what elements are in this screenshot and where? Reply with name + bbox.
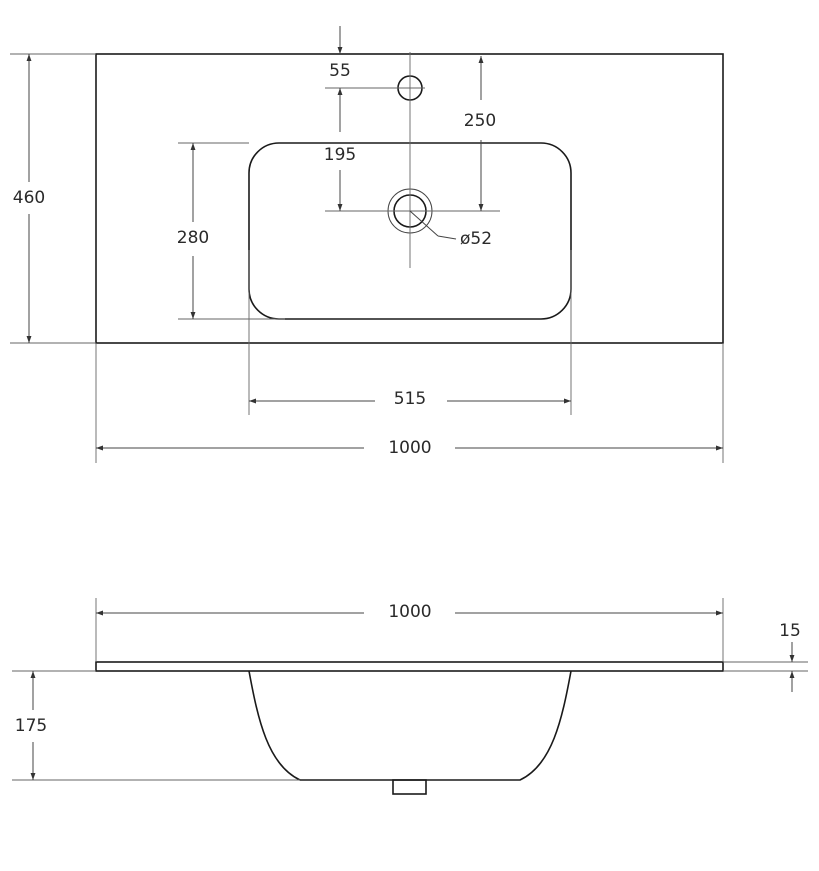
bowl-profile-side: [248, 670, 572, 781]
dim-label-drain-diameter: ø52: [460, 229, 492, 249]
dim-label-tap-offset: 55: [329, 61, 351, 81]
drain-stub: [392, 779, 427, 795]
top-view: 55 250 195 280 ø52 460 515: [10, 26, 724, 463]
dim-label-rim-to-drain: 195: [324, 145, 356, 165]
dim-label-bowl-width: 515: [394, 389, 426, 409]
side-view: 1000 15 175: [12, 598, 808, 795]
dim-label-tap-to-drain: 250: [464, 111, 496, 131]
dim-label-overall-width-top: 1000: [388, 438, 431, 458]
slab-profile: [95, 661, 724, 672]
dim-label-overall-height: 460: [13, 188, 45, 208]
dim-label-bowl-depth: 175: [15, 716, 47, 736]
basin-outline-top: [95, 53, 724, 344]
dim-label-overall-width-side: 1000: [388, 602, 431, 622]
dim-label-top-thickness: 15: [779, 621, 801, 641]
drain-leader: [409, 210, 439, 237]
dim-label-bowl-depth-plan: 280: [177, 228, 209, 248]
